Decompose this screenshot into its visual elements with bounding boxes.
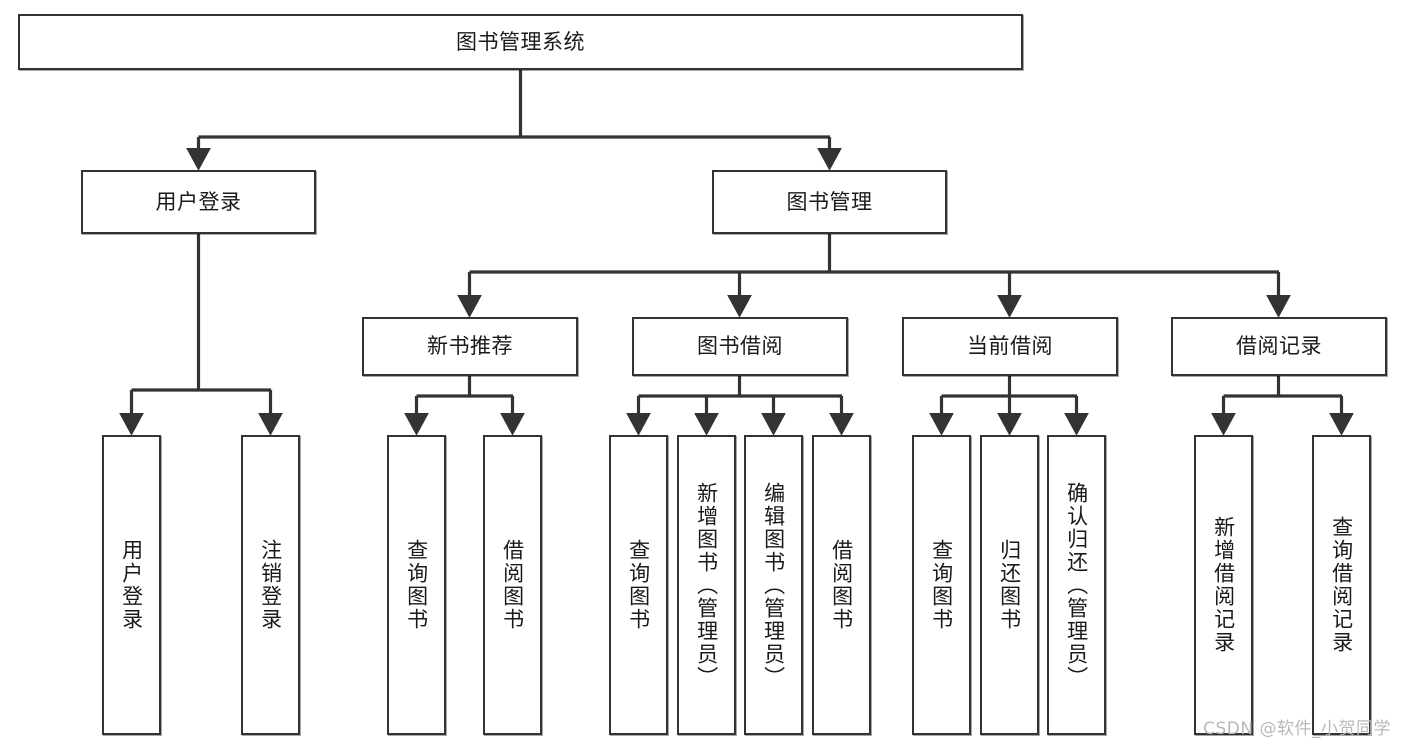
node-leaf-query-book-3[interactable]: 查询图书 <box>912 435 971 735</box>
node-leaf-borrow-book-1-label: 借阅图书 <box>500 539 525 631</box>
node-root[interactable]: 图书管理系统 <box>18 14 1023 70</box>
node-leaf-query-record-label: 查询借阅记录 <box>1329 516 1354 654</box>
node-leaf-borrow-book-1[interactable]: 借阅图书 <box>483 435 542 735</box>
node-user-login[interactable]: 用户登录 <box>81 170 316 234</box>
node-leaf-query-book-3-label: 查询图书 <box>929 539 954 631</box>
node-leaf-logout[interactable]: 注销登录 <box>241 435 300 735</box>
node-leaf-edit-book[interactable]: 编辑图书（管理员） <box>744 435 803 735</box>
node-book-manage[interactable]: 图书管理 <box>712 170 947 234</box>
node-leaf-add-record[interactable]: 新增借阅记录 <box>1194 435 1253 735</box>
node-current-borrow[interactable]: 当前借阅 <box>902 317 1118 376</box>
node-leaf-add-book-label: 新增图书（管理员） <box>694 481 719 689</box>
node-leaf-borrow-book-2[interactable]: 借阅图书 <box>812 435 871 735</box>
node-leaf-edit-book-label: 编辑图书（管理员） <box>761 481 786 689</box>
node-leaf-query-book-2-label: 查询图书 <box>626 539 651 631</box>
node-leaf-logout-label: 注销登录 <box>258 539 283 631</box>
node-leaf-user-login-label: 用户登录 <box>119 539 144 631</box>
node-leaf-borrow-book-2-label: 借阅图书 <box>829 539 854 631</box>
node-root-label: 图书管理系统 <box>456 29 585 54</box>
node-leaf-query-book-2[interactable]: 查询图书 <box>609 435 668 735</box>
node-leaf-return-book[interactable]: 归还图书 <box>980 435 1039 735</box>
node-user-login-label: 用户登录 <box>155 189 242 214</box>
node-book-borrow[interactable]: 图书借阅 <box>632 317 848 376</box>
node-borrow-record-label: 借阅记录 <box>1236 334 1322 359</box>
node-leaf-return-book-label: 归还图书 <box>997 539 1022 631</box>
node-leaf-query-record[interactable]: 查询借阅记录 <box>1312 435 1371 735</box>
node-leaf-confirm-return-label: 确认归还（管理员） <box>1064 481 1089 689</box>
node-leaf-confirm-return[interactable]: 确认归还（管理员） <box>1047 435 1106 735</box>
node-leaf-query-book-1-label: 查询图书 <box>404 539 429 631</box>
node-leaf-add-record-label: 新增借阅记录 <box>1211 516 1236 654</box>
node-leaf-query-book-1[interactable]: 查询图书 <box>387 435 446 735</box>
node-current-borrow-label: 当前借阅 <box>967 334 1053 359</box>
node-leaf-user-login[interactable]: 用户登录 <box>102 435 161 735</box>
node-leaf-add-book[interactable]: 新增图书（管理员） <box>677 435 736 735</box>
node-new-book-rec[interactable]: 新书推荐 <box>362 317 578 376</box>
node-new-book-rec-label: 新书推荐 <box>427 334 513 359</box>
node-book-manage-label: 图书管理 <box>786 189 873 214</box>
node-borrow-record[interactable]: 借阅记录 <box>1171 317 1387 376</box>
node-book-borrow-label: 图书借阅 <box>697 334 783 359</box>
